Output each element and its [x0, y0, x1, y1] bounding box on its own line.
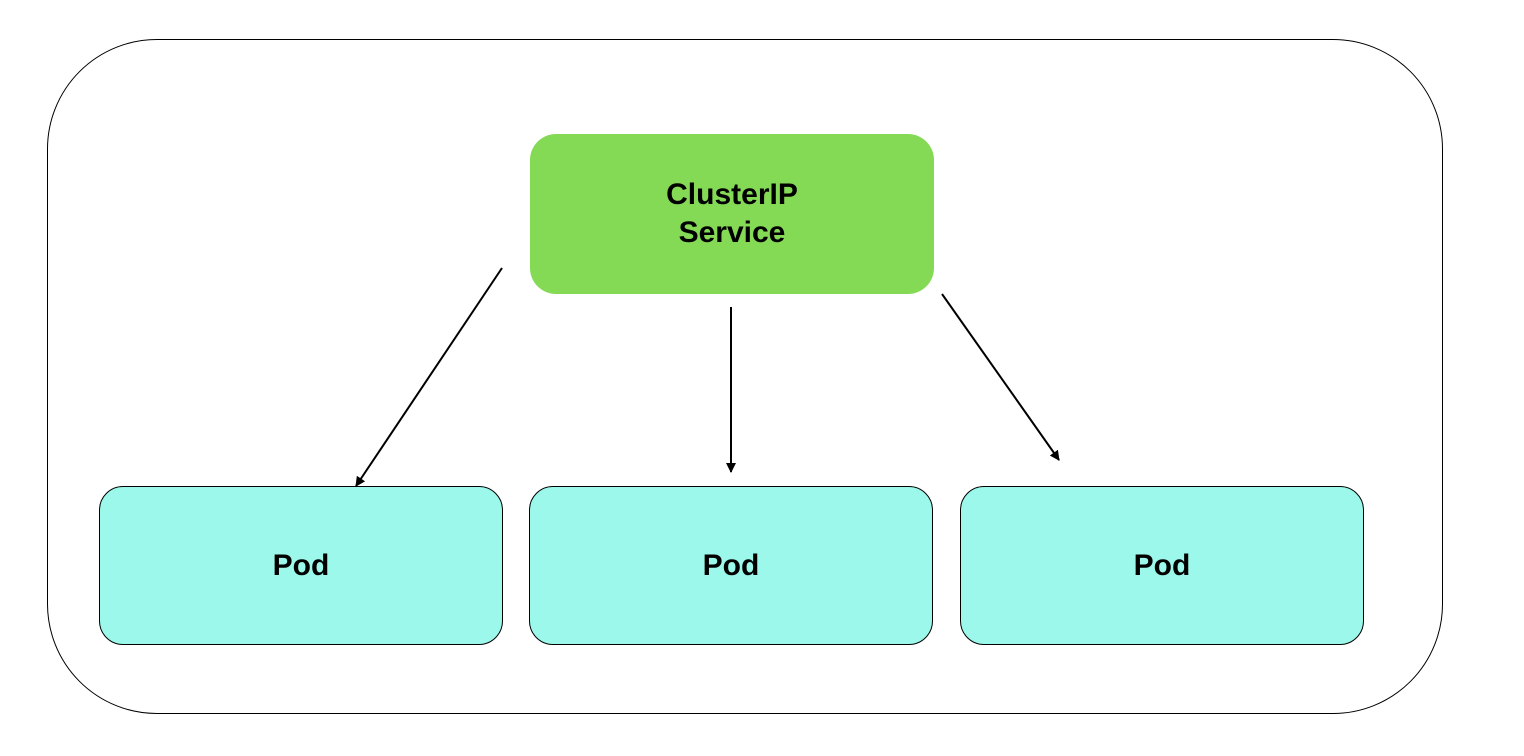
clusterip-service-node[interactable]: ClusterIP Service: [530, 134, 934, 294]
pod-label: Pod: [272, 548, 330, 582]
pod-label: Pod: [702, 548, 760, 582]
pod-node-1[interactable]: Pod: [99, 486, 503, 645]
pod-node-3[interactable]: Pod: [960, 486, 1364, 645]
pod-node-2[interactable]: Pod: [529, 486, 933, 645]
pod-label: Pod: [1133, 548, 1191, 582]
service-label: ClusterIP Service: [666, 178, 798, 249]
